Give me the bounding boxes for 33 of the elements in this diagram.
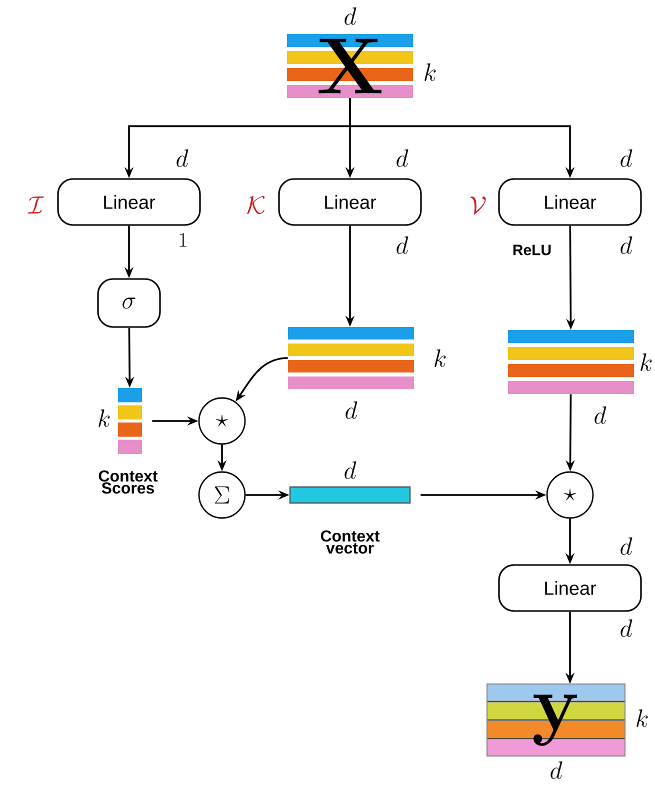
dimension-label: $d$ (620, 537, 632, 555)
linear-box: Linear (278, 178, 422, 226)
dimension-label: $1$ (180, 232, 186, 247)
dimension-label: $d$ (396, 236, 408, 254)
dimension-label: $k$ (640, 353, 652, 371)
branch-letter: $\mathcal{I}$ (28, 196, 44, 214)
dimension-label: $d$ (344, 461, 356, 479)
dimension-label: $d$ (346, 401, 358, 419)
activation-label: ReLU (513, 244, 551, 256)
context-scores-bar (118, 388, 142, 454)
linear-box: Linear (57, 178, 201, 226)
dimension-label: $k$ (636, 709, 648, 727)
branch-letter: $\mathcal{V}$ (470, 196, 486, 215)
bar-caption: Context vector (320, 530, 380, 554)
dimension-label: $d$ (396, 149, 408, 167)
dimension-label: $k$ (424, 63, 436, 81)
sigma-box: $\sigma$ (97, 278, 161, 328)
bar-caption: Context Scores (98, 470, 158, 494)
dimension-label: $k$ (434, 349, 446, 367)
linear-box: Linear (498, 564, 642, 612)
dimension-label: $d$ (176, 149, 188, 167)
dimension-label: $d$ (620, 619, 632, 637)
dimension-label: $d$ (620, 236, 632, 254)
dimension-label: $d$ (344, 7, 356, 25)
dimension-label: $d$ (620, 149, 632, 167)
context-vector-bar (289, 486, 411, 504)
matrix-block (288, 327, 414, 389)
dimension-label: $d$ (550, 761, 562, 779)
dimension-label: $k$ (98, 409, 110, 427)
branch-letter: $\mathcal{K}$ (247, 196, 265, 214)
matrix-block (508, 330, 634, 394)
dimension-label: $d$ (594, 406, 606, 424)
linear-box: Linear (498, 178, 642, 226)
